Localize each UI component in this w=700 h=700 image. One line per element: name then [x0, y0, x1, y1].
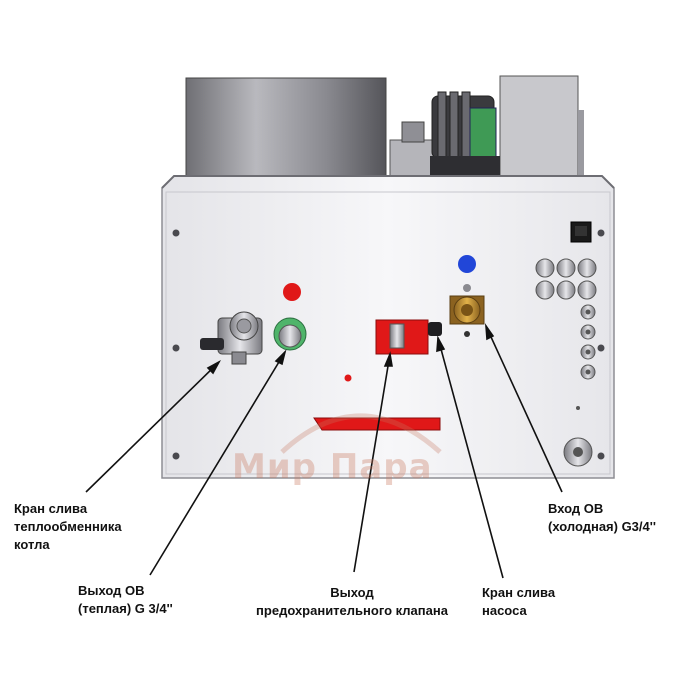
callout-line: Кран слива	[14, 501, 88, 516]
leader-lines	[85, 323, 563, 579]
callout-line: Вход ОВ	[548, 501, 604, 516]
callout-pump-drain: Кран слива насоса	[482, 584, 555, 620]
inlet-cold-fitting	[449, 255, 485, 337]
callout-inlet-cold: Вход ОВ (холодная) G3/4''	[548, 500, 656, 536]
leader-pump-drain	[437, 337, 504, 579]
callout-line: (холодная) G3/4''	[548, 519, 656, 534]
door-handle	[313, 417, 441, 431]
red-marker	[283, 283, 301, 301]
cylinder-tank	[185, 77, 387, 179]
callout-line: предохранительного клапана	[256, 603, 448, 618]
upper-internals	[185, 75, 584, 182]
callout-line: Кран слива	[482, 585, 556, 600]
callout-line: Выход	[330, 585, 374, 600]
outlet-warm-fitting	[273, 283, 307, 351]
callout-relief-valve-outlet: Выход предохранительного клапана	[232, 584, 472, 620]
watermark-arc	[280, 413, 442, 454]
callout-line: теплообменника	[14, 519, 122, 534]
callout-line: насоса	[482, 603, 527, 618]
drain-valve-fitting	[200, 311, 263, 365]
callout-line: Выход ОВ	[78, 583, 145, 598]
green-board	[469, 107, 497, 159]
panel-screws	[172, 229, 605, 460]
leader-inlet-cold	[485, 325, 563, 493]
relief-valve-block	[375, 319, 442, 355]
leader-relief-valve	[353, 353, 391, 573]
callout-line: (теплая) G 3/4''	[78, 601, 173, 616]
leader-outlet-warm	[149, 351, 286, 576]
callout-drain-heat-exchanger: Кран слива теплообменника котла	[14, 500, 122, 554]
watermark: Мир Пара	[232, 447, 433, 487]
callout-outlet-warm: Выход ОВ (теплая) G 3/4''	[78, 582, 173, 618]
callout-line: котла	[14, 537, 50, 552]
right-housing	[499, 75, 579, 177]
leader-drain-heat-exchanger	[85, 361, 220, 493]
blue-marker	[458, 255, 476, 273]
